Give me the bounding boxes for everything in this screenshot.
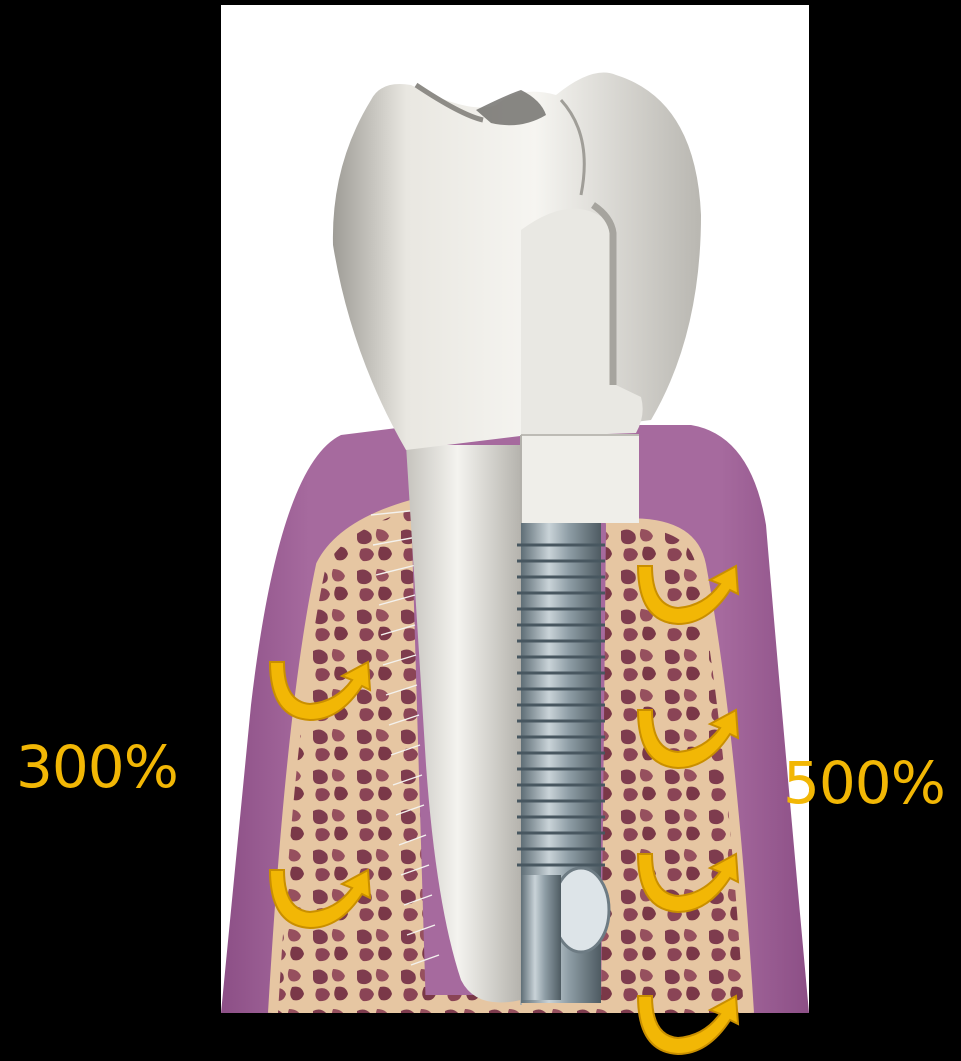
implant-screw (517, 523, 609, 1003)
cross-section-drawing (221, 5, 809, 1013)
natural-tooth-percentage: 300% (16, 738, 178, 796)
implant-percentage: 500% (783, 754, 945, 812)
tooth-implant-illustration (221, 5, 809, 1013)
crown (333, 73, 701, 451)
